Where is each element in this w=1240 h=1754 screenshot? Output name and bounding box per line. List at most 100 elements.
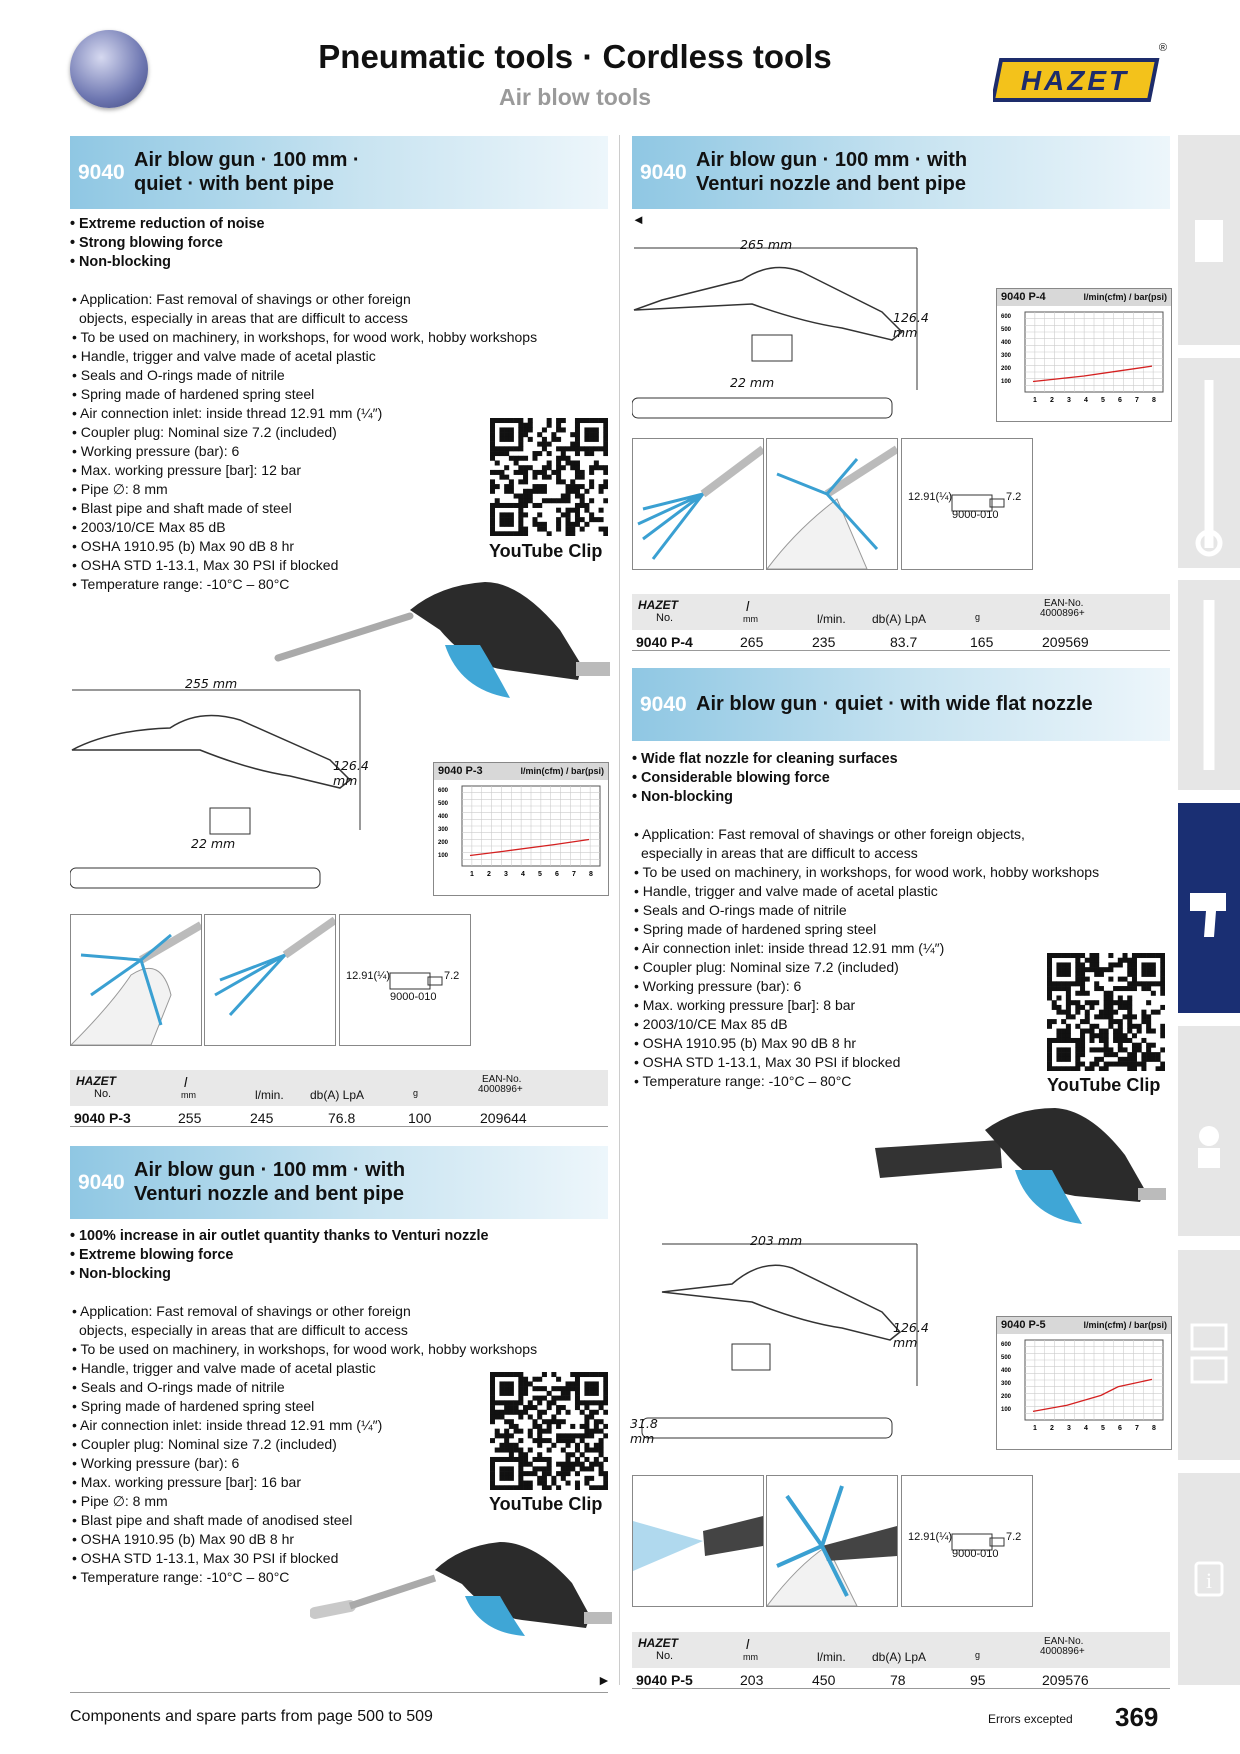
spec-item: • OSHA STD 1-13.1, Max 30 PSI if blocked <box>72 1550 339 1566</box>
y-tick-label: 100 <box>1001 379 1012 385</box>
table-cell-ean: 209576 <box>1042 1672 1089 1688</box>
youtube-clip-link[interactable]: YouTube Clip <box>1047 1075 1161 1095</box>
spec-item: • Air connection inlet: inside thread 12… <box>72 1417 383 1433</box>
coupler-size: 7.2 <box>1006 491 1022 503</box>
feature-item: • Extreme blowing force <box>70 1247 234 1263</box>
section-title-line2: Venturi nozzle and bent pipe <box>696 173 967 195</box>
coupler-size: 7.2 <box>444 970 460 982</box>
table-cell-mm: 203 <box>740 1672 764 1688</box>
product-image-9040p3 <box>270 570 615 705</box>
table-cell-g: 100 <box>408 1110 432 1126</box>
usage-photo <box>766 438 898 570</box>
chart-label: 9040 P-3 <box>438 765 483 777</box>
dimension-width: 22 mm <box>191 836 236 851</box>
category-icon <box>70 30 148 108</box>
y-tick-label: 200 <box>1001 1394 1012 1400</box>
spec-item: • Spring made of hardened spring steel <box>72 1398 315 1414</box>
y-tick-label: 300 <box>438 827 449 833</box>
y-tick-label: 600 <box>1001 1342 1012 1348</box>
chart-label: 9040 P-5 <box>1001 1319 1046 1331</box>
table-cell-no: 9040 P-5 <box>636 1672 693 1688</box>
article-table-9040p3: HAZET No. l mm l/min. db(A) LpA g EAN-No… <box>70 1070 608 1127</box>
dimension-length: 255 mm <box>185 676 238 691</box>
dimension-length: 265 mm <box>740 237 793 252</box>
article-table-9040p4: HAZET No. l mm l/min. db(A) LpA g EAN-No… <box>632 594 1170 651</box>
y-tick-label: 600 <box>438 788 449 794</box>
side-tab-screwdrivers[interactable] <box>1178 580 1240 790</box>
table-head-no: No. <box>656 612 674 624</box>
x-tick-label: 7 <box>1135 1425 1139 1432</box>
product-image-venturi <box>309 1528 615 1638</box>
table-head-lmin: l/min. <box>817 612 846 626</box>
usage-photo <box>632 438 764 570</box>
product-image-flat-nozzle <box>870 1100 1170 1240</box>
back-arrow[interactable]: ◄ <box>632 212 645 227</box>
usage-photo <box>632 1475 764 1607</box>
table-head-lmin: l/min. <box>817 1650 846 1664</box>
length-icon: l <box>746 1636 750 1652</box>
youtube-clip-link[interactable]: YouTube Clip <box>489 1494 603 1514</box>
table-cell-db: 83.7 <box>890 634 918 650</box>
spec-item: • Application: Fast removal of shavings … <box>634 826 1025 842</box>
spec-item: • Application: Fast removal of shavings … <box>72 291 411 307</box>
side-tab-sockets[interactable] <box>1178 135 1240 345</box>
spec-item: • OSHA 1910.95 (b) Max 90 dB 8 hr <box>72 538 295 554</box>
spec-item: • Pipe ∅: 8 mm <box>72 1493 168 1509</box>
side-tab-equipment[interactable] <box>1178 1250 1240 1460</box>
qr-code[interactable] <box>490 418 609 537</box>
table-cell-db: 76.8 <box>328 1110 356 1126</box>
x-tick-label: 4 <box>1084 1425 1088 1432</box>
svg-text:i: i <box>1206 1568 1212 1593</box>
article-number: 9040 <box>78 161 125 184</box>
section-title-line1: Air blow gun · 100 mm · with <box>134 1159 406 1181</box>
side-tab-pneumatic-active[interactable] <box>1178 803 1240 1013</box>
table-cell-mm: 255 <box>178 1110 202 1126</box>
table-cell-mm: 265 <box>740 634 764 650</box>
spec-item: • Air connection inlet: inside thread 12… <box>72 405 383 421</box>
section-2-specs: • Application: Fast removal of shavings … <box>72 1302 537 1587</box>
side-tab-workshop[interactable] <box>1178 1026 1240 1236</box>
spec-item: • Seals and O-rings made of nitrile <box>72 367 285 383</box>
youtube-clip-link[interactable]: YouTube Clip <box>489 541 603 561</box>
y-tick-label: 400 <box>1001 1368 1012 1374</box>
spec-item: • 2003/10/CE Max 85 dB <box>72 519 226 535</box>
spec-item: • Handle, trigger and valve made of acet… <box>72 348 376 364</box>
feature-item: • Strong blowing force <box>70 235 223 251</box>
section-1-features: • Extreme reduction of noise • Strong bl… <box>70 215 265 272</box>
spec-item: • Spring made of hardened spring steel <box>72 386 315 402</box>
article-number: 9040 <box>640 161 687 184</box>
x-tick-label: 2 <box>487 871 491 878</box>
column-divider <box>619 135 620 1685</box>
x-tick-label: 8 <box>1152 397 1156 404</box>
qr-code[interactable] <box>1047 953 1166 1072</box>
dimension-drawing-9040p3 <box>69 680 370 905</box>
x-tick-label: 5 <box>1101 1425 1105 1432</box>
spec-item: • Application: Fast removal of shavings … <box>72 1303 411 1319</box>
dimension-height: 126.4 mm <box>893 1320 929 1350</box>
spec-item: especially in areas that are difficult t… <box>641 845 918 861</box>
table-cell-ean: 209569 <box>1042 634 1089 650</box>
section-title-line2: quiet · with bent pipe <box>134 173 334 195</box>
side-tab-info[interactable]: i <box>1178 1473 1240 1685</box>
table-head-lmin: l/min. <box>255 1088 284 1102</box>
qr-code[interactable] <box>490 1372 609 1491</box>
y-tick-label: 100 <box>1001 1407 1012 1413</box>
x-tick-label: 5 <box>1101 397 1105 404</box>
coupler-drawing: 12.91(¼) 7.2 9000-010 <box>901 438 1033 570</box>
spec-item: • Handle, trigger and valve made of acet… <box>72 1360 376 1376</box>
table-brand: HAZET <box>638 598 678 612</box>
table-head-ean: EAN-No. <box>482 1074 522 1085</box>
y-tick-label: 500 <box>438 801 449 807</box>
side-tab-wrenches[interactable] <box>1178 358 1240 568</box>
x-tick-label: 4 <box>1084 397 1088 404</box>
x-tick-label: 3 <box>1067 1425 1071 1432</box>
table-cell-g: 95 <box>970 1672 986 1688</box>
page-subtitle: Air blow tools <box>498 84 652 110</box>
table-head-ean-prefix: 4000896+ <box>478 1084 523 1095</box>
x-tick-label: 4 <box>521 871 525 878</box>
dimension-height: 126.4 mm <box>893 310 929 340</box>
usage-photo <box>204 914 336 1046</box>
continue-arrow[interactable]: ► <box>597 1672 611 1688</box>
y-tick-label: 300 <box>1001 353 1012 359</box>
